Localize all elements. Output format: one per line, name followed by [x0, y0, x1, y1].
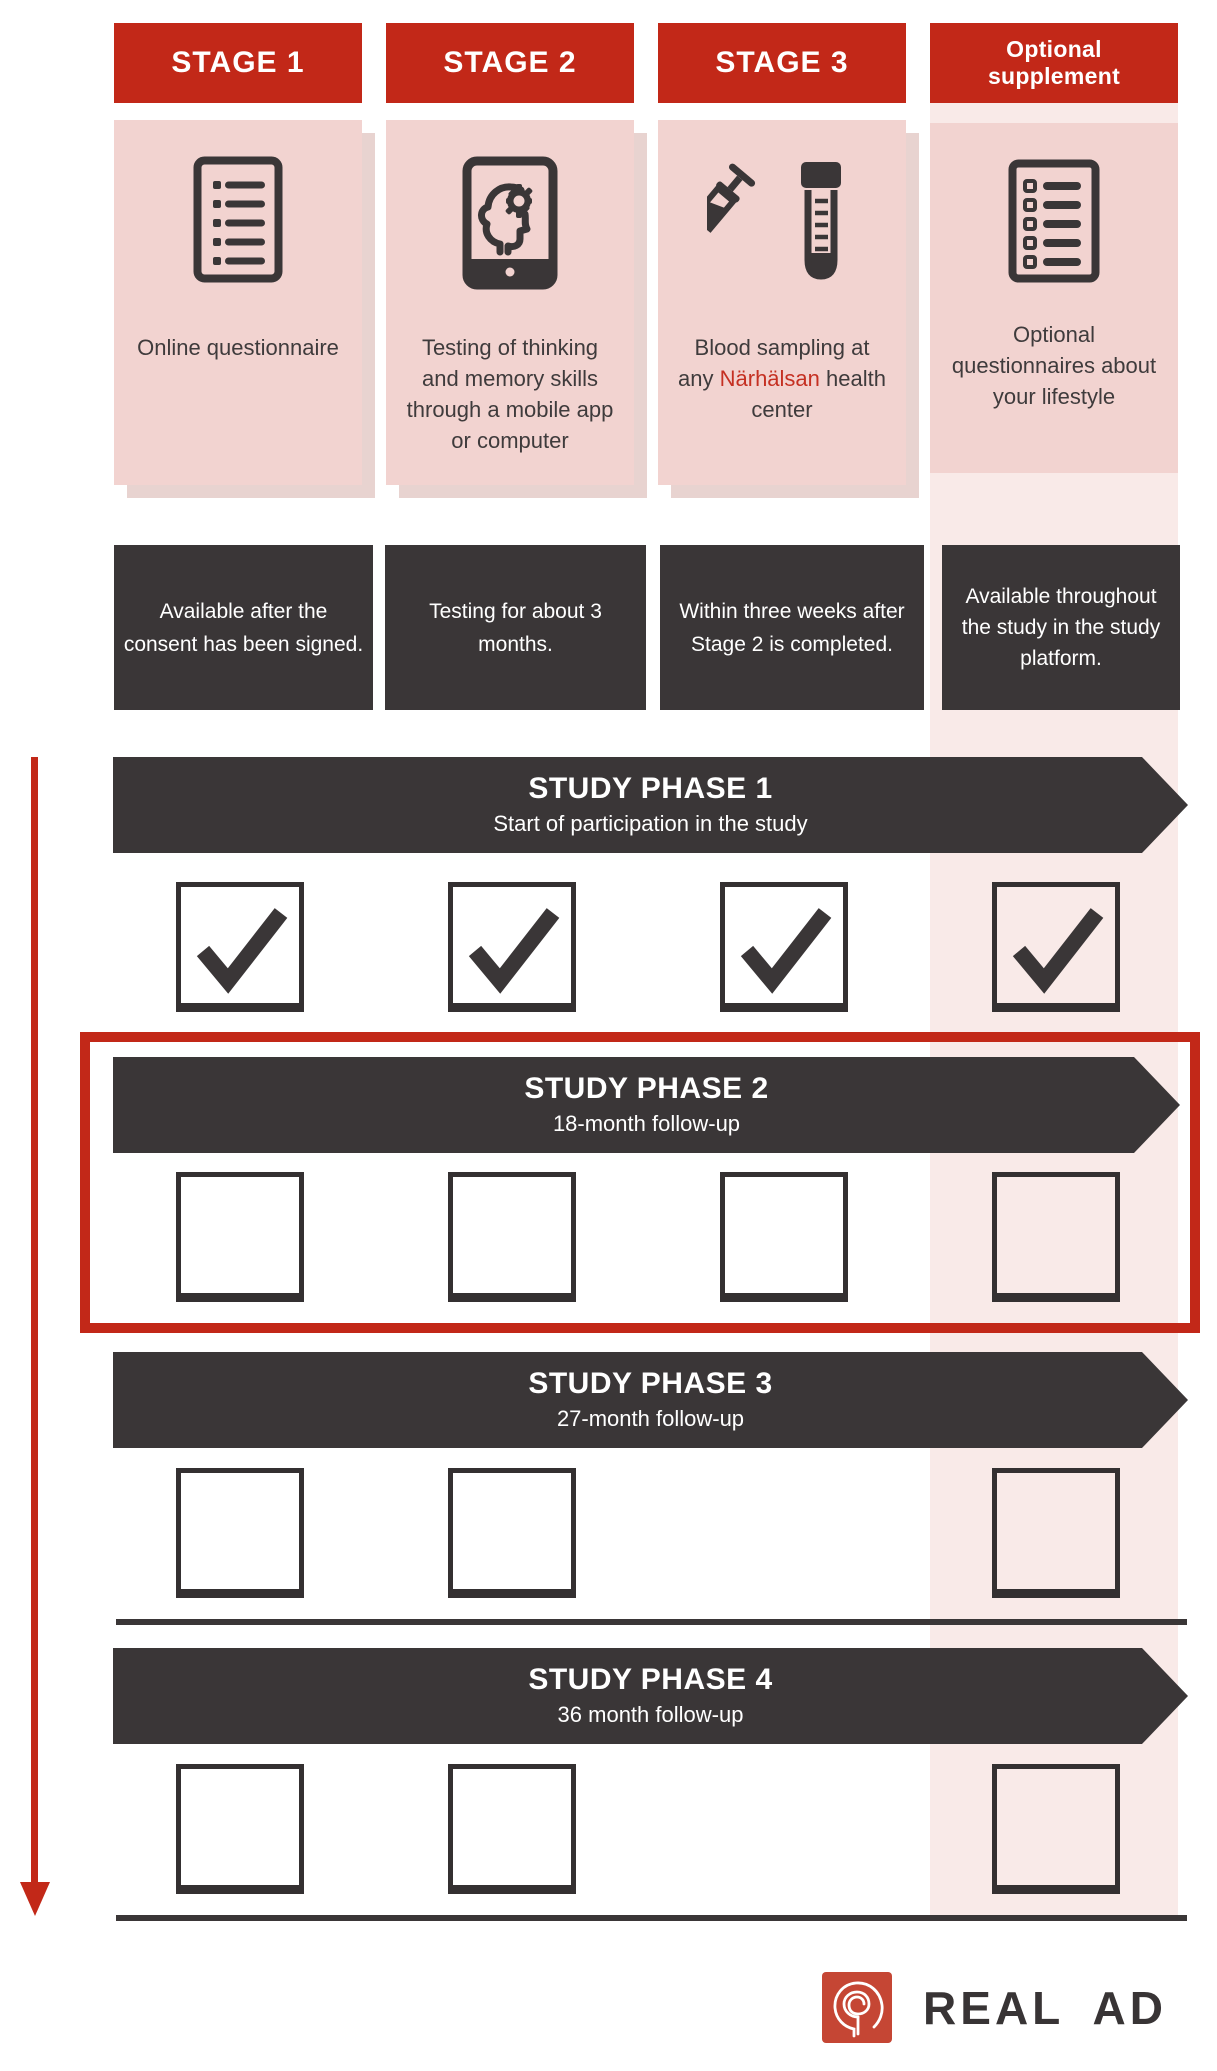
study-phase-4-banner: STUDY PHASE 4 36 month follow-up: [113, 1648, 1188, 1744]
stage-2-note-text: Testing for about 3 months.: [429, 599, 602, 656]
phase-2-stage-2-checkbox: [448, 1172, 576, 1302]
phase-1-stage-1-checkbox: [176, 882, 304, 1012]
blood-sampling-icon: [658, 156, 906, 290]
phase-4-stage-1-checkbox: [176, 1764, 304, 1894]
stage-3-description: Blood sampling at any Närhälsan health c…: [676, 332, 888, 425]
stage-3-card: Blood sampling at any Närhälsan health c…: [658, 120, 906, 485]
phase-1-optional-checkbox: [992, 882, 1120, 1012]
bottom-separator-line: [116, 1915, 1187, 1921]
study-phase-2-title: STUDY PHASE 2: [524, 1072, 769, 1105]
stage-3-description-prefix: Blood sampling at any: [678, 335, 870, 391]
study-phase-1-banner: STUDY PHASE 1 Start of participation in …: [113, 757, 1188, 853]
phase-2-stage-1-checkbox: [176, 1172, 304, 1302]
phase-3-4-separator-line: [116, 1619, 1187, 1625]
optional-supplement-header-label: Optional supplement: [987, 36, 1121, 89]
phase-4-optional-checkbox: [992, 1764, 1120, 1894]
stage-2-description: Testing of thinking and memory skills th…: [406, 335, 614, 453]
phase-2-optional-checkbox: [992, 1172, 1120, 1302]
phase-2-stage-3-checkbox: [720, 1172, 848, 1302]
optional-supplement-header: Optional supplement: [930, 23, 1178, 103]
head-profile-doodle-icon: [833, 1981, 884, 2038]
stage-3-description-highlight: Närhälsan: [719, 366, 820, 391]
stage-1-card: Online questionnaire: [114, 120, 362, 485]
stage-3-note: Within three weeks after Stage 2 is comp…: [660, 545, 924, 710]
stage-3-note-text: Within three weeks after Stage 2 is comp…: [679, 599, 905, 656]
optional-supplement-card: Optional questionnaires about your lifes…: [930, 123, 1178, 473]
phase-2-highlight-outline: [80, 1032, 1200, 1333]
checklist-icon: [930, 159, 1178, 283]
real-ad-logo: [822, 1972, 892, 2043]
study-phase-2-banner: STUDY PHASE 2 18-month follow-up: [113, 1057, 1180, 1153]
timeline-arrow-line: [31, 757, 38, 1884]
stage-1-note: Available after the consent has been sig…: [114, 545, 373, 710]
study-phase-3-banner: STUDY PHASE 3 27-month follow-up: [113, 1352, 1188, 1448]
optional-supplement-note-text: Available throughout the study in the st…: [961, 585, 1161, 670]
study-phase-3-subtitle: 27-month follow-up: [556, 1406, 745, 1431]
phase-3-stage-1-checkbox: [176, 1468, 304, 1598]
study-phase-2-subtitle: 18-month follow-up: [552, 1111, 741, 1136]
stage-3-header: STAGE 3: [658, 23, 906, 103]
optional-supplement-description: Optional questionnaires about your lifes…: [951, 322, 1157, 409]
questionnaire-icon: [114, 156, 362, 283]
optional-supplement-note: Available throughout the study in the st…: [942, 545, 1180, 710]
stage-1-note-text: Available after the consent has been sig…: [123, 599, 364, 656]
phase-1-stage-2-checkbox: [448, 882, 576, 1012]
phase-3-optional-checkbox: [992, 1468, 1120, 1598]
phase-1-stage-3-checkbox: [720, 882, 848, 1012]
study-phase-1-title: STUDY PHASE 1: [528, 772, 773, 805]
stage-2-note: Testing for about 3 months.: [385, 545, 646, 710]
phase-3-stage-2-checkbox: [448, 1468, 576, 1598]
real-ad-logo-text: REAL AD: [923, 1981, 1167, 2034]
stage-1-header: STAGE 1: [114, 23, 362, 103]
stage-3-description-suffix: health center: [751, 366, 886, 422]
phase-4-stage-2-checkbox: [448, 1764, 576, 1894]
timeline-arrow-head-icon: [20, 1882, 50, 1916]
stage-2-header: STAGE 2: [386, 23, 634, 103]
cognitive-testing-tablet-icon: [386, 156, 634, 290]
study-phase-4-subtitle: 36 month follow-up: [557, 1702, 744, 1727]
stage-1-description: Online questionnaire: [137, 335, 339, 360]
study-phase-4-title: STUDY PHASE 4: [528, 1663, 773, 1696]
stage-2-card: Testing of thinking and memory skills th…: [386, 120, 634, 485]
study-phase-3-title: STUDY PHASE 3: [528, 1367, 773, 1400]
study-phase-1-subtitle: Start of participation in the study: [493, 811, 808, 836]
